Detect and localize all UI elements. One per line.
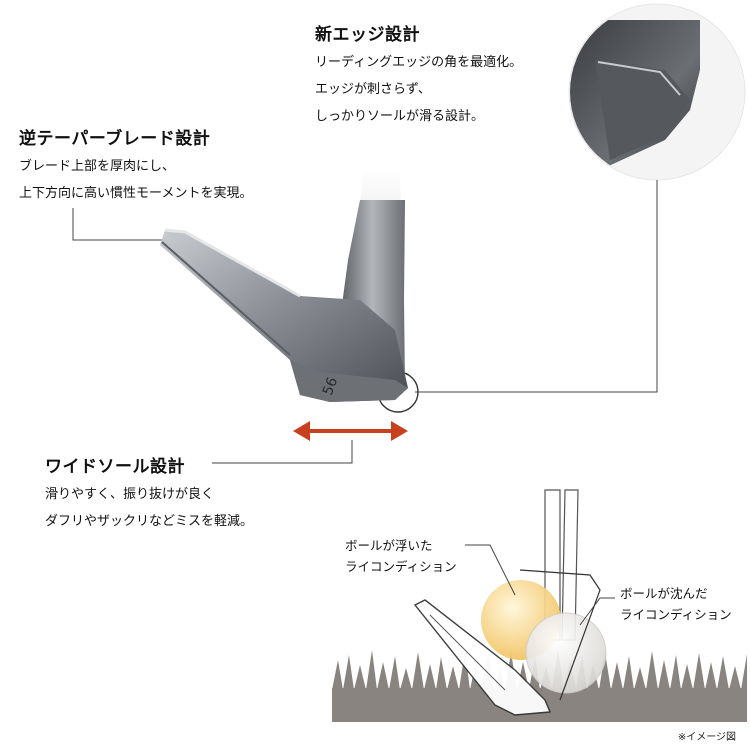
new-edge-heading: 新エッジ設計 <box>315 25 420 45</box>
reverse-taper-callout: 逆テーパーブレード設計 ブレード上部を厚肉にし、 上下方向に高い慣性モーメントを… <box>19 124 252 207</box>
reverse-taper-line-2: 上下方向に高い慣性モーメントを実現。 <box>19 186 253 201</box>
ball-floating-line-2: ライコンディション <box>345 559 457 574</box>
wide-sole-callout: ワイドソール設計 滑りやすく、振り抜けが良く ダフリやザックリなどミスを軽減。 <box>45 452 253 535</box>
club-sole-mark: 56 <box>320 375 341 397</box>
wide-sole-line-1: 滑りやすく、振り抜けが良く <box>45 487 215 502</box>
edge-closeup <box>568 3 746 181</box>
lie-illustration <box>332 489 747 722</box>
new-edge-line-2: エッジが刺さらず、 <box>315 82 431 97</box>
ball-floating-line-1: ボールが浮いた <box>345 538 433 553</box>
footnote: ※イメージ図 <box>677 732 736 743</box>
leader-ball-sunk <box>579 597 615 626</box>
new-edge-callout: 新エッジ設計 リーディングエッジの角を最適化。 エッジが刺さらず、 しっかりソー… <box>315 20 522 130</box>
reverse-taper-line-1: ブレード上部を厚肉にし、 <box>19 159 176 174</box>
leader-sole <box>212 440 353 464</box>
new-edge-line-3: しっかりソールが滑る設計。 <box>315 109 485 124</box>
leader-ball-floating <box>465 544 516 596</box>
leader-edge <box>415 180 658 393</box>
ball-sunk-line-2: ライコンディション <box>620 607 732 622</box>
reverse-taper-heading: 逆テーパーブレード設計 <box>19 129 211 149</box>
ball-sunk <box>525 612 607 694</box>
ball-floating-label: ボールが浮いた ライコンディション <box>345 535 457 577</box>
wide-sole-heading: ワイドソール設計 <box>45 457 185 477</box>
wide-sole-line-2: ダフリやザックリなどミスを軽減。 <box>45 514 254 529</box>
new-edge-line-1: リーディングエッジの角を最適化。 <box>315 55 523 70</box>
sole-width-arrow <box>293 421 408 441</box>
ball-sunk-label: ボールが沈んだ ライコンディション <box>620 583 732 625</box>
wedge-club: 56 <box>160 168 408 402</box>
ball-sunk-line-1: ボールが沈んだ <box>620 586 708 601</box>
leader-taper <box>72 208 170 241</box>
